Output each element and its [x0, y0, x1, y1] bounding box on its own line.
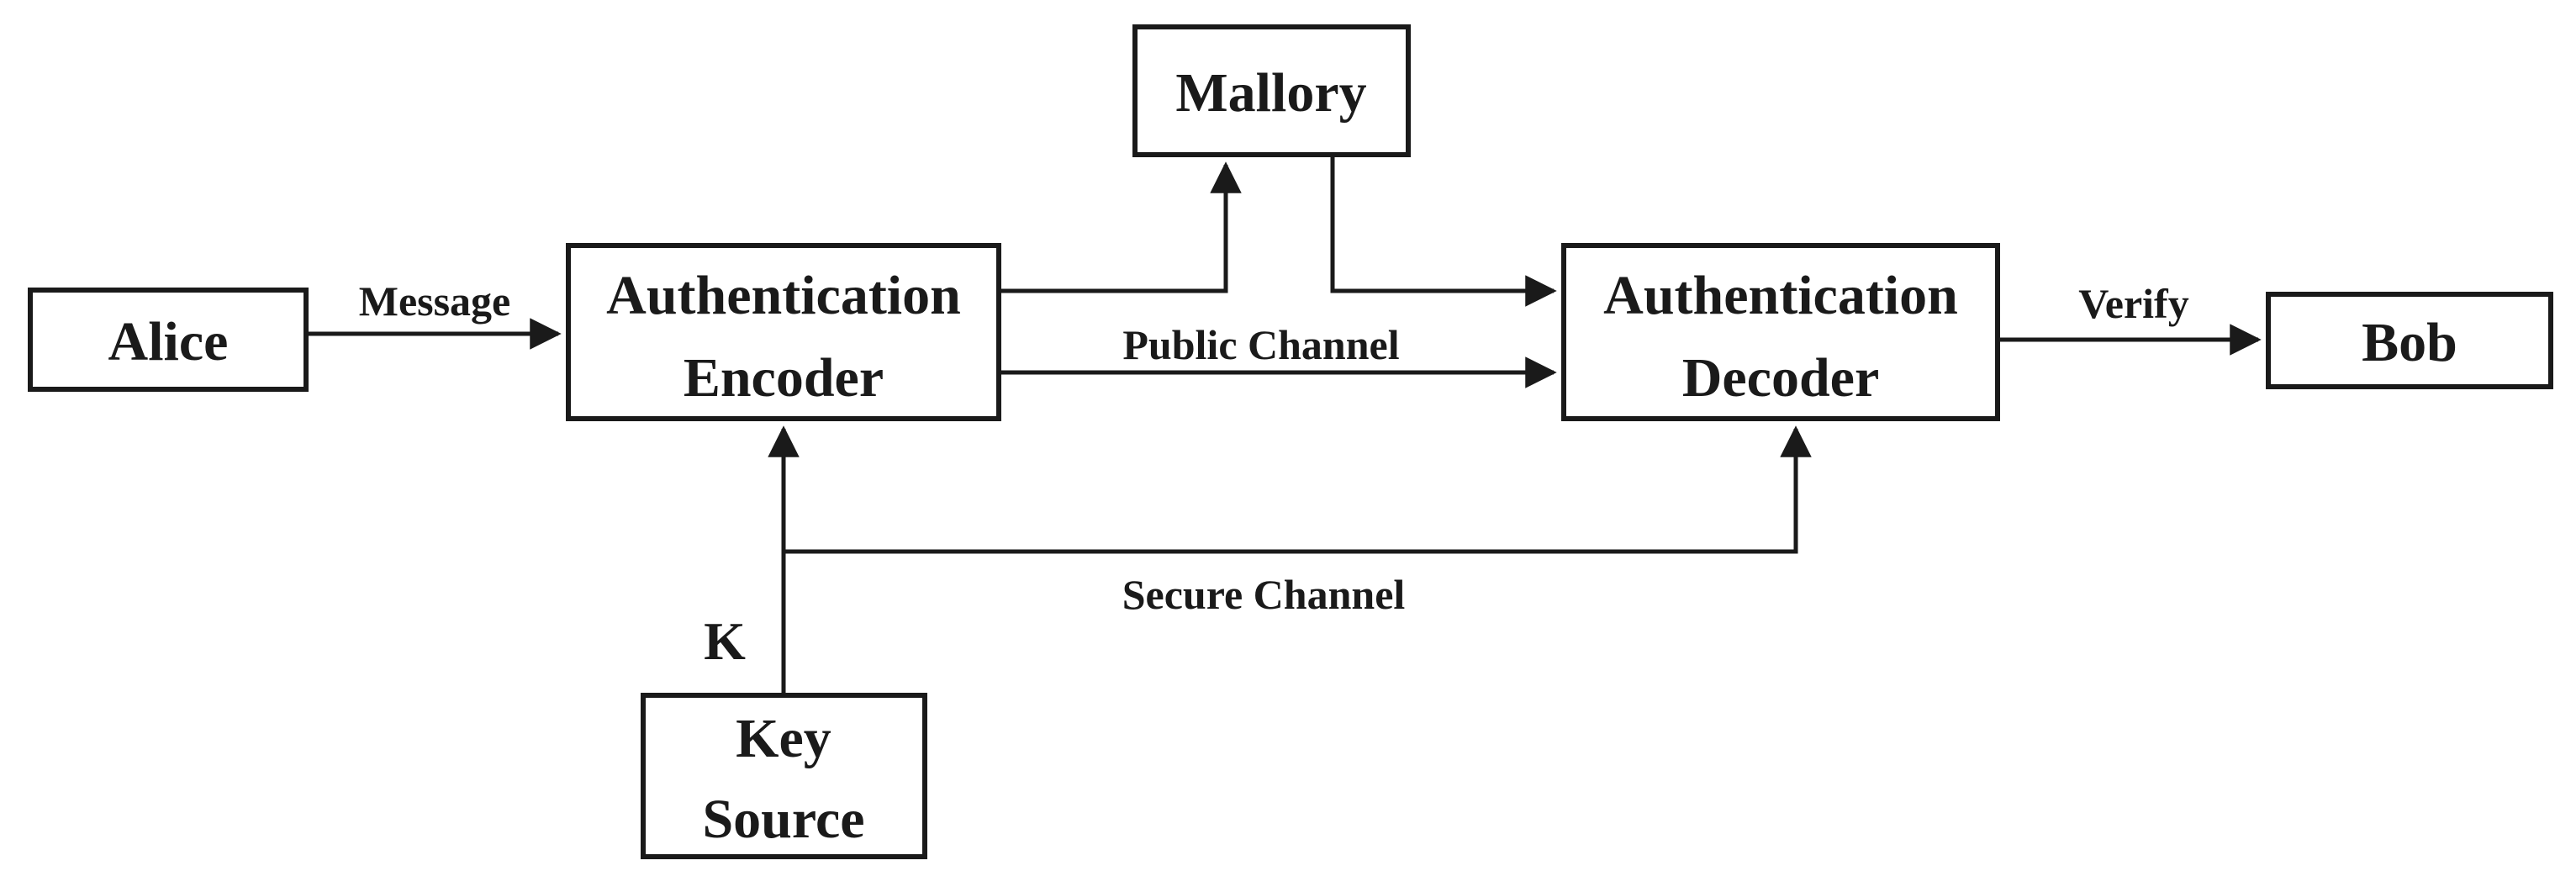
- alice-box: [28, 288, 309, 392]
- node-alice: Alice: [28, 288, 309, 392]
- node-authentication-decoder: Authentication Decoder: [1561, 243, 2000, 421]
- public-channel-label: Public Channel: [1122, 321, 1399, 368]
- verify-label: Verify: [2078, 280, 2188, 327]
- mallory-label: Mallory: [1175, 62, 1366, 124]
- message-label: Message: [359, 277, 511, 325]
- encoder-label-line2: Encoder: [684, 347, 884, 409]
- node-mallory: Mallory: [1132, 24, 1411, 157]
- bob-label: Bob: [2362, 312, 2457, 373]
- encoder-box: [566, 243, 1001, 421]
- edge-secure-channel-arrow: [785, 425, 1812, 554]
- secure-channel-label: Secure Channel: [1122, 571, 1406, 618]
- mallory-box: [1132, 24, 1411, 157]
- key-source-box: [641, 693, 927, 859]
- node-key-source: Key Source: [641, 693, 927, 859]
- key-source-label-line2: Source: [702, 789, 864, 850]
- key-source-label-line1: Key: [736, 708, 831, 769]
- decoder-label-line2: Decoder: [1682, 347, 1880, 409]
- encoder-label-line1: Authentication: [606, 265, 961, 326]
- bob-box: [2266, 292, 2553, 389]
- edge-tap-from-mallory-arrow: [1330, 155, 1557, 307]
- edge-tap-to-mallory-arrow: [999, 161, 1242, 293]
- node-bob: Bob: [2266, 292, 2553, 389]
- key-label: K: [704, 611, 746, 671]
- edge-labels-layer: Message Public Channel Verify Secure Cha…: [359, 277, 2189, 671]
- alice-label: Alice: [108, 311, 229, 372]
- node-authentication-encoder: Authentication Encoder: [566, 243, 1001, 421]
- decoder-box: [1561, 243, 2000, 421]
- decoder-label-line1: Authentication: [1603, 265, 1958, 326]
- edges-layer: [308, 155, 2262, 698]
